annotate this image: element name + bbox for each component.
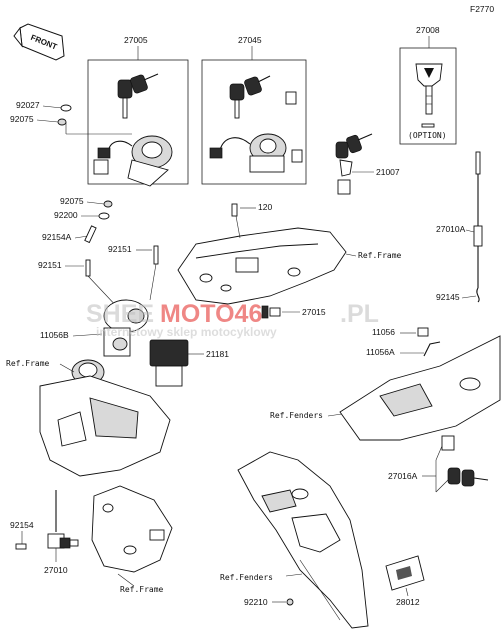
watermark-tagline: internetowy sklep motocyklowy bbox=[96, 325, 277, 339]
ref-fenders-right: Ref.Fenders bbox=[270, 411, 323, 420]
label-92075b: 92075 bbox=[60, 196, 84, 206]
frame-left-icon bbox=[39, 375, 171, 477]
ignition-switch-icon bbox=[93, 135, 173, 187]
label-92154a: 92154A bbox=[42, 232, 72, 242]
ref-frame-top: Ref.Frame bbox=[358, 251, 402, 260]
grommet-icon bbox=[103, 200, 113, 208]
label-120: 120 bbox=[258, 202, 272, 212]
key-blank-icon bbox=[415, 63, 443, 128]
label-21007: 21007 bbox=[376, 167, 400, 177]
grommet-icon bbox=[417, 327, 429, 337]
cable-assembly-icon bbox=[473, 151, 483, 303]
grommet-icon bbox=[286, 598, 294, 606]
label-28012: 28012 bbox=[396, 597, 420, 607]
label-27015: 27015 bbox=[302, 307, 326, 317]
ref-frame-bottom: Ref.Frame bbox=[120, 585, 164, 594]
label-92210: 92210 bbox=[244, 597, 268, 607]
ignition-switch-cover-icon bbox=[103, 299, 149, 357]
key-switch-cable-icon bbox=[47, 490, 79, 549]
label-92075a: 92075 bbox=[10, 114, 34, 124]
label-11056a: 11056A bbox=[366, 347, 395, 357]
label-21181: 21181 bbox=[206, 349, 229, 359]
option-box-27008 bbox=[399, 47, 457, 145]
bracket-frame-icon bbox=[91, 485, 173, 573]
label-92200: 92200 bbox=[54, 210, 78, 220]
watermark-text-before: SHEE bbox=[86, 300, 154, 328]
seat-lock-key-set-icon bbox=[441, 435, 489, 487]
watermark-text-accent: MOTO46 bbox=[160, 300, 262, 328]
clip-icon bbox=[423, 341, 441, 357]
label-11056: 11056 bbox=[372, 327, 395, 337]
grommet-icon bbox=[57, 118, 67, 126]
rear-fender-icon bbox=[237, 451, 369, 629]
label-27016a: 27016A bbox=[388, 471, 418, 481]
watermark-text-after: .PL bbox=[340, 300, 379, 328]
shop-watermark: SHEE MOTO46 .PL internetowy sklep motocy… bbox=[86, 300, 379, 339]
reflector-plate-icon bbox=[385, 555, 425, 591]
bolt-icon bbox=[85, 259, 91, 277]
washer-icon bbox=[60, 104, 72, 112]
option-label: (OPTION) bbox=[408, 131, 447, 140]
lock-set-icon bbox=[209, 133, 303, 173]
label-27005: 27005 bbox=[124, 35, 148, 45]
label-92027: 92027 bbox=[16, 100, 40, 110]
rear-fender-upper-icon bbox=[339, 335, 501, 441]
key-set-icon bbox=[229, 75, 297, 119]
label-27045: 27045 bbox=[238, 35, 262, 45]
label-92151a: 92151 bbox=[108, 244, 132, 254]
relay-icon bbox=[149, 339, 189, 387]
bolt-icon bbox=[15, 543, 27, 550]
bolt-icon bbox=[231, 203, 238, 217]
bolt-icon bbox=[84, 225, 97, 244]
label-27010: 27010 bbox=[44, 565, 68, 575]
label-27008: 27008 bbox=[416, 25, 440, 35]
front-arrow-icon: FRONT bbox=[13, 23, 65, 61]
ignition-key-set-icon bbox=[117, 73, 159, 119]
ref-frame-left: Ref.Frame bbox=[6, 359, 50, 368]
washer-icon bbox=[98, 212, 110, 220]
key-switch-bracket-icon bbox=[261, 305, 269, 319]
label-92145: 92145 bbox=[436, 292, 460, 302]
kit-box-27045 bbox=[201, 59, 307, 185]
label-92154: 92154 bbox=[10, 520, 34, 530]
ref-fenders-bottom: Ref.Fenders bbox=[220, 573, 273, 582]
diagram-code: F2770 bbox=[470, 4, 494, 14]
bolt-icon bbox=[153, 245, 159, 265]
label-11056b: 11056B bbox=[40, 330, 69, 340]
frame-bracket-icon bbox=[177, 227, 347, 305]
label-92151b: 92151 bbox=[38, 260, 62, 270]
key-switch-icon bbox=[269, 307, 281, 317]
label-27010a: 27010A bbox=[436, 224, 466, 234]
keys-icon bbox=[335, 133, 373, 195]
